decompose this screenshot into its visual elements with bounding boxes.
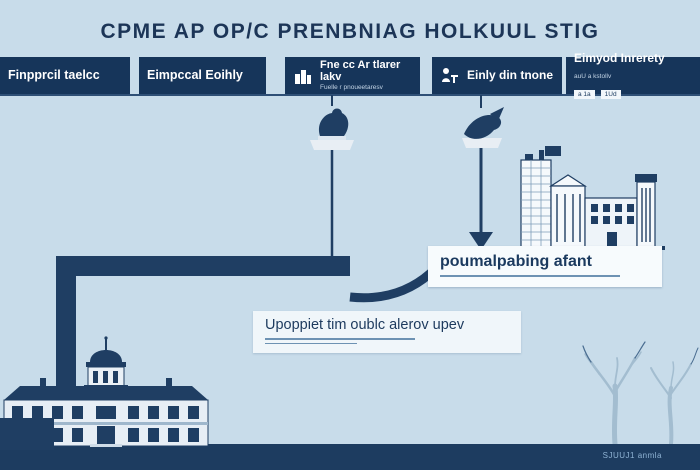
header-box-financial: Finpprcil taelcc (0, 57, 130, 94)
header-box-employed-sub: auU a kstollv (574, 72, 612, 80)
seated-figure-statue-icon (310, 108, 354, 150)
badge-right: 1Ud (600, 90, 621, 100)
callout-main-rule (440, 275, 620, 277)
header-box-employed-label: Eimyod Inrerety (574, 50, 665, 65)
callout-secondary-rule-1 (265, 338, 415, 340)
header-box-empirical-label: Eimpccal Eoihly (147, 67, 243, 82)
curved-arrow (349, 264, 440, 303)
pointing-figure-statue-icon (462, 107, 504, 148)
header-box-financial-label: Finpprcil taelcc (8, 67, 100, 82)
badge-left: a 1a (574, 90, 595, 100)
footer-caption: SJUUJ1 anmla (602, 451, 662, 460)
header-box-finance-market-label: Fne cc Ar tlarer lakv (320, 59, 401, 84)
header-box-early: Einly din tnone (432, 57, 562, 94)
bare-trees-illustration (582, 341, 699, 446)
buildings-icon (295, 69, 311, 84)
header-box-employed-badges: a 1a 1Ud (574, 90, 621, 100)
diagram-title: CPME AP OP/C PRENBNIAG HOLKUUL STIG (100, 20, 600, 43)
mansion-illustration (0, 336, 209, 450)
callout-secondary-rule-2 (265, 342, 357, 344)
person-desk-icon (442, 67, 458, 83)
header-divider-line (0, 94, 700, 96)
header-box-finance-market-sub: Fuelle r pnoueetaresv (320, 84, 383, 92)
header-box-finance-market: Fne cc Ar tlarer lakv Fuelle r pnoueetar… (285, 57, 420, 94)
callout-main-text: poumalpabing afant (440, 253, 592, 270)
footer-bar: SJUUJ1 anmla (0, 444, 700, 470)
header-box-early-label: Einly din tnone (467, 67, 553, 82)
header-box-employed: Eimyod Inrerety auU a kstollv a 1a 1Ud (566, 51, 700, 100)
factory-illustration (515, 146, 665, 250)
callout-secondary: Upoppiet tim oublc alerov upev (253, 311, 521, 353)
callout-main: poumalpabing afant (428, 246, 662, 287)
callout-secondary-text: Upoppiet tim oublc alerov upev (265, 317, 465, 333)
header-box-empirical: Eimpccal Eoihly (139, 57, 266, 94)
